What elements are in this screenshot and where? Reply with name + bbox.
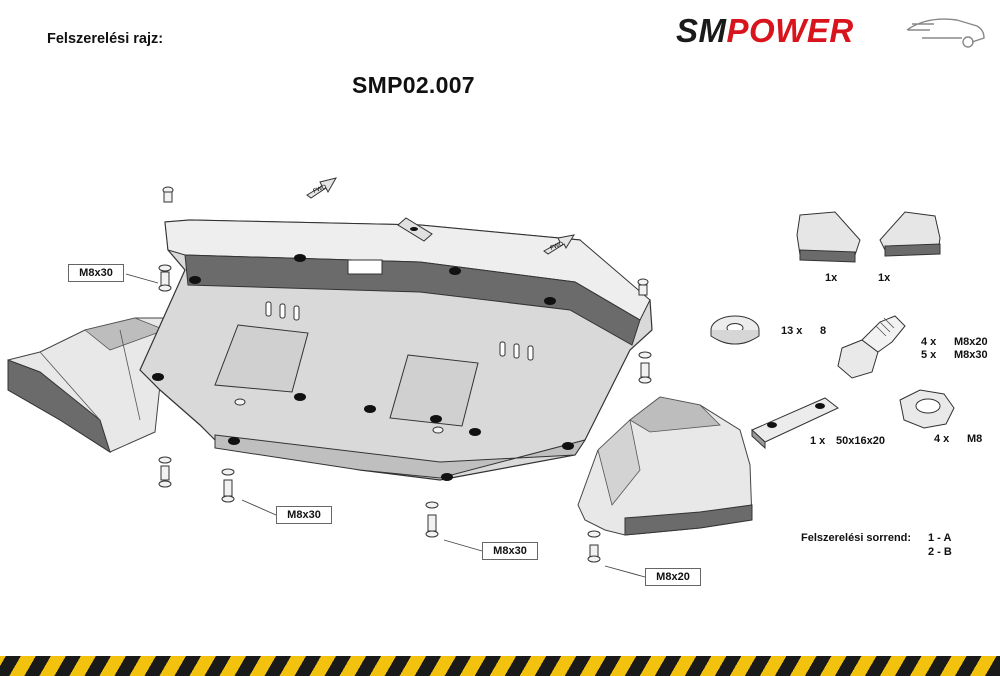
part-number: SMP02.007: [352, 72, 475, 98]
bolt-qty-2: 5 x: [921, 349, 937, 361]
callout-left-bolt: M8x30: [68, 264, 124, 282]
bolt-qty-1: 4 x: [921, 336, 937, 348]
install-order-step-2: 2 - B: [928, 546, 952, 558]
fwd-arrow-icon: [306, 177, 576, 255]
logo-power-text: POWER: [726, 12, 854, 49]
hazard-stripe-divider: [0, 656, 1000, 676]
plate-qty: 1 x: [810, 435, 826, 447]
washer-qty: 13 x: [781, 325, 803, 337]
fwd-label-2: FWD: [550, 241, 566, 252]
bolt-size-1: M8x20: [954, 336, 988, 348]
fastener-bolt-icon: [158, 186, 652, 563]
drawing-title: Felszerelési rajz:: [47, 31, 164, 47]
bolt-size-2: M8x30: [954, 349, 988, 361]
callout-bottom-center-bolt: M8x30: [482, 542, 538, 560]
deflector-left-qty: 1x: [825, 272, 838, 284]
smpower-logo: SMPOWER: [672, 8, 992, 54]
left-deflector: [7, 317, 176, 454]
bracket-part: [397, 217, 433, 242]
bolt-icon: [837, 315, 906, 379]
logo-car-icon: [906, 18, 985, 48]
install-order-step-1: 1 - A: [928, 532, 952, 544]
callout-bottom-right-bolt: M8x20: [645, 568, 701, 586]
fwd-label: FWD: [313, 184, 329, 195]
washer-icon: [710, 315, 760, 345]
callout-bottom-left-bolt: M8x30: [276, 506, 332, 524]
install-order-label: Felszerelési sorrend:: [801, 532, 912, 544]
nut-icon: [899, 389, 955, 429]
deflector-thumbnail-right-icon: [879, 211, 941, 257]
plate-size: 50x16x20: [836, 435, 885, 447]
spacer-plate-icon: [751, 397, 839, 450]
nut-size: M8: [967, 433, 983, 445]
deflector-thumbnail-left-icon: [796, 211, 861, 263]
right-deflector: [577, 396, 753, 536]
main-skid-plate: [139, 219, 653, 481]
deflector-right-qty: 1x: [878, 272, 891, 284]
logo-sm-text: SM: [676, 12, 727, 49]
nut-qty: 4 x: [934, 433, 950, 445]
washer-size: 8: [820, 325, 827, 337]
